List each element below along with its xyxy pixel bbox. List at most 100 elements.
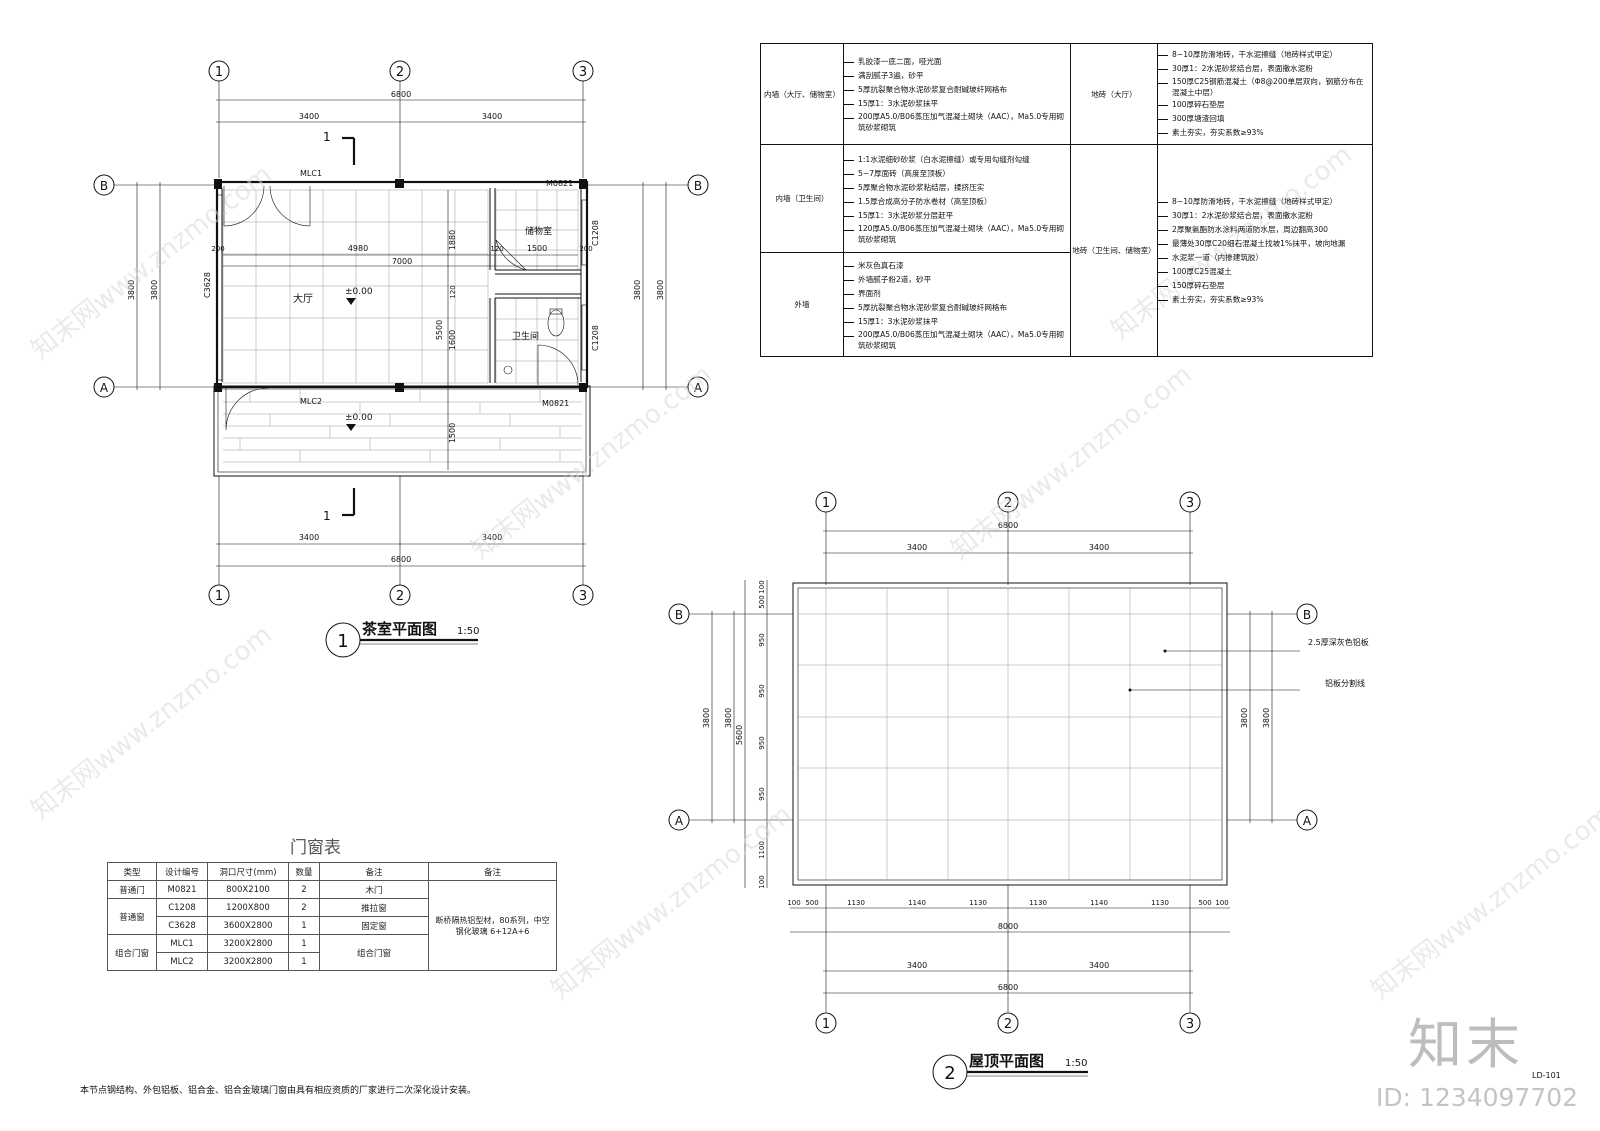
table-cell: 推拉窗 [319,898,429,917]
mat-item: 100厚C25混凝土 [1158,265,1368,279]
table-header: 数量 [288,862,320,881]
roof-divider-label: 铝板分割线 [1325,678,1365,688]
drawing-number: 2 [944,1063,955,1084]
mat-item: 2厚聚氨酯防水涂料两道防水层，周边翻高300 [1158,223,1368,237]
mat-item: 1:1水泥细砂砂浆（白水泥擦缝）或专用勾缝剂勾缝 [844,153,1066,167]
table-cell: 3200X2800 [207,934,289,953]
watermark-text: 知末网www.znzmo.com [1366,800,1600,1006]
plan1-top-dimensions: 6800 3400 3400 [216,90,586,123]
mat-item: 30厚1：2水泥砂浆结合层，表面撒水泥粉 [1158,209,1368,223]
door-code: MLC1 [300,169,322,178]
mat-item: 素土夯实，夯实系数≥93% [1158,126,1368,140]
table-cell: 普通窗 [107,898,157,935]
roof-panel: 2.5厚深灰色铝板 铝板分割线 [792,582,1369,886]
dim-text: 3800 [150,280,159,300]
roof-bottom-dimensions: 100 500 1130 1140 1130 1130 1140 1130 50… [787,885,1230,1034]
windows [216,194,588,381]
plan1-labels: C3628 C1208 C1208 MLC1 MLC2 M0821 M0821 … [203,169,600,431]
mat-item: 150厚碎石垫层 [1158,279,1368,293]
dim-text: 950 [758,633,766,646]
axis-label: 2 [1004,1017,1012,1032]
dim-text: 3400 [1089,961,1109,970]
plan2-title-block: 2 屋顶平面图 1:50 [932,1052,1088,1090]
table-cell: MLC2 [156,952,208,971]
dim-text: 3800 [702,708,711,728]
axis-label: B [675,608,683,622]
axis-label: 2 [396,65,404,80]
storage-floor-grid [495,189,579,271]
room-name: 储物室 [525,225,552,237]
axis-label: B [1303,608,1311,622]
mat-item: 15厚1：3水泥砂浆抹平 [844,315,1066,329]
table-cell: 2 [288,880,320,899]
level-mark: ±0.00 [345,413,373,423]
dim-text: 500 [1198,899,1211,907]
table-header: 备注 [319,862,429,881]
mat-item: 200厚A5.0/B06蒸压加气混凝土砌块（AAC），Ma5.0专用砌筑砂浆砌筑 [844,111,1066,133]
axis-label: 3 [579,65,587,80]
dim-text: 6800 [391,90,411,99]
materials-table: 内墙（大厅、储物室） 乳胶漆一底二面，哑光面 满刮腻子3遍，砂平 5厚抗裂聚合物… [760,43,1373,357]
roof-axes-top: 1 2 3 6800 3400 3400 [815,491,1201,585]
dim-text: 950 [758,684,766,697]
axis-label: 1 [215,65,223,80]
door-code: M0821 [546,179,573,188]
mat-item: 5厚抗裂聚合物水泥砂浆复合耐碱玻纤网格布 [844,301,1066,315]
axis-label: A [675,814,684,828]
mat-item: 300厚塘渣回填 [1158,112,1368,126]
window-code: C1208 [591,325,600,351]
table-row: 普通门 M0821 800X2100 2 木门 断桥隔热铝型材，80系列，中空钢… [107,880,557,971]
dim-text: 6800 [391,555,411,564]
mat-items: 8~10厚防滑地砖，干水泥擦缝（地砖样式甲定） 30厚1：2水泥砂浆结合层，表面… [1157,43,1373,145]
table-cell: 木门 [319,880,429,899]
table-cell: C1208 [156,898,208,917]
window-code: C1208 [591,220,600,246]
dim-text: 5500 [435,320,444,340]
dim-text: 1140 [908,899,926,907]
watermark-text: 知末网www.znzmo.com [546,800,798,1006]
table-cell: 组合门窗 [319,934,429,971]
dim-text: 1130 [1151,899,1169,907]
table-cell: 组合门窗 [107,934,157,971]
axis-bubbles-top: 1 2 3 [208,60,594,178]
axis-label: 3 [1186,1017,1194,1032]
axis-label: 1 [822,1017,830,1032]
drawing-scale: 1:50 [457,626,479,637]
dim-text: 100 [787,899,800,907]
table-row: MLC2 3200X2800 1 [108,952,557,971]
dim-text: 7000 [392,257,412,266]
dim-text: 1500 [448,423,457,443]
plan1-interior-dims: 4980 7000 1500 1880 5500 1600 1500 120 1… [211,190,593,470]
level-mark: ±0.00 [345,287,373,297]
table-cell: 1 [288,934,320,953]
dim-text: 4980 [348,244,368,253]
dim-text: 200 [579,245,592,253]
dim-text: 120 [449,285,457,298]
axis-label: A [1303,814,1312,828]
mat-item: 30厚1：2水泥砂浆结合层，表面撒水泥粉 [1158,62,1368,76]
mat-label: 内墙（卫生间） [760,144,844,253]
dim-text: 1130 [847,899,865,907]
section-mark-label: 1 [323,130,331,144]
plan1-bottom-dimensions: 3400 3400 6800 1 2 3 [208,476,594,606]
section-marks: 1 1 [323,130,356,523]
room-name: 卫生间 [512,330,539,342]
table-cell: 1200X800 [207,898,289,917]
hall-floor-grid [222,189,489,384]
axis-label: A [694,381,703,395]
mat-item: 5~7厚面砖（高度至顶板） [844,167,1066,181]
dim-text: 1880 [448,230,457,250]
mat-item: 水泥浆一道（内掺建筑胶） [1158,251,1368,265]
watermark-text: 知末网www.znzmo.com [26,620,278,826]
section-mark-label: 1 [323,509,331,523]
drawing-title: 茶室平面图 [362,620,437,638]
dim-text: 3800 [724,708,733,728]
mat-item: 最薄处30厚C20细石混凝土找坡1%抹平，坡向地漏 [1158,237,1368,251]
mat-item: 15厚1：3水泥砂浆分层赶平 [844,209,1066,223]
plan1-floor-plan: 1 2 3 6800 3400 3400 B A B A [93,60,709,658]
axis-label: 1 [215,589,223,604]
drawing-scale: 1:50 [1065,1058,1087,1069]
mat-item: 8~10厚防滑地砖，干水泥擦缝（地砖样式甲定） [1158,48,1368,62]
dim-text: 3400 [482,533,502,542]
